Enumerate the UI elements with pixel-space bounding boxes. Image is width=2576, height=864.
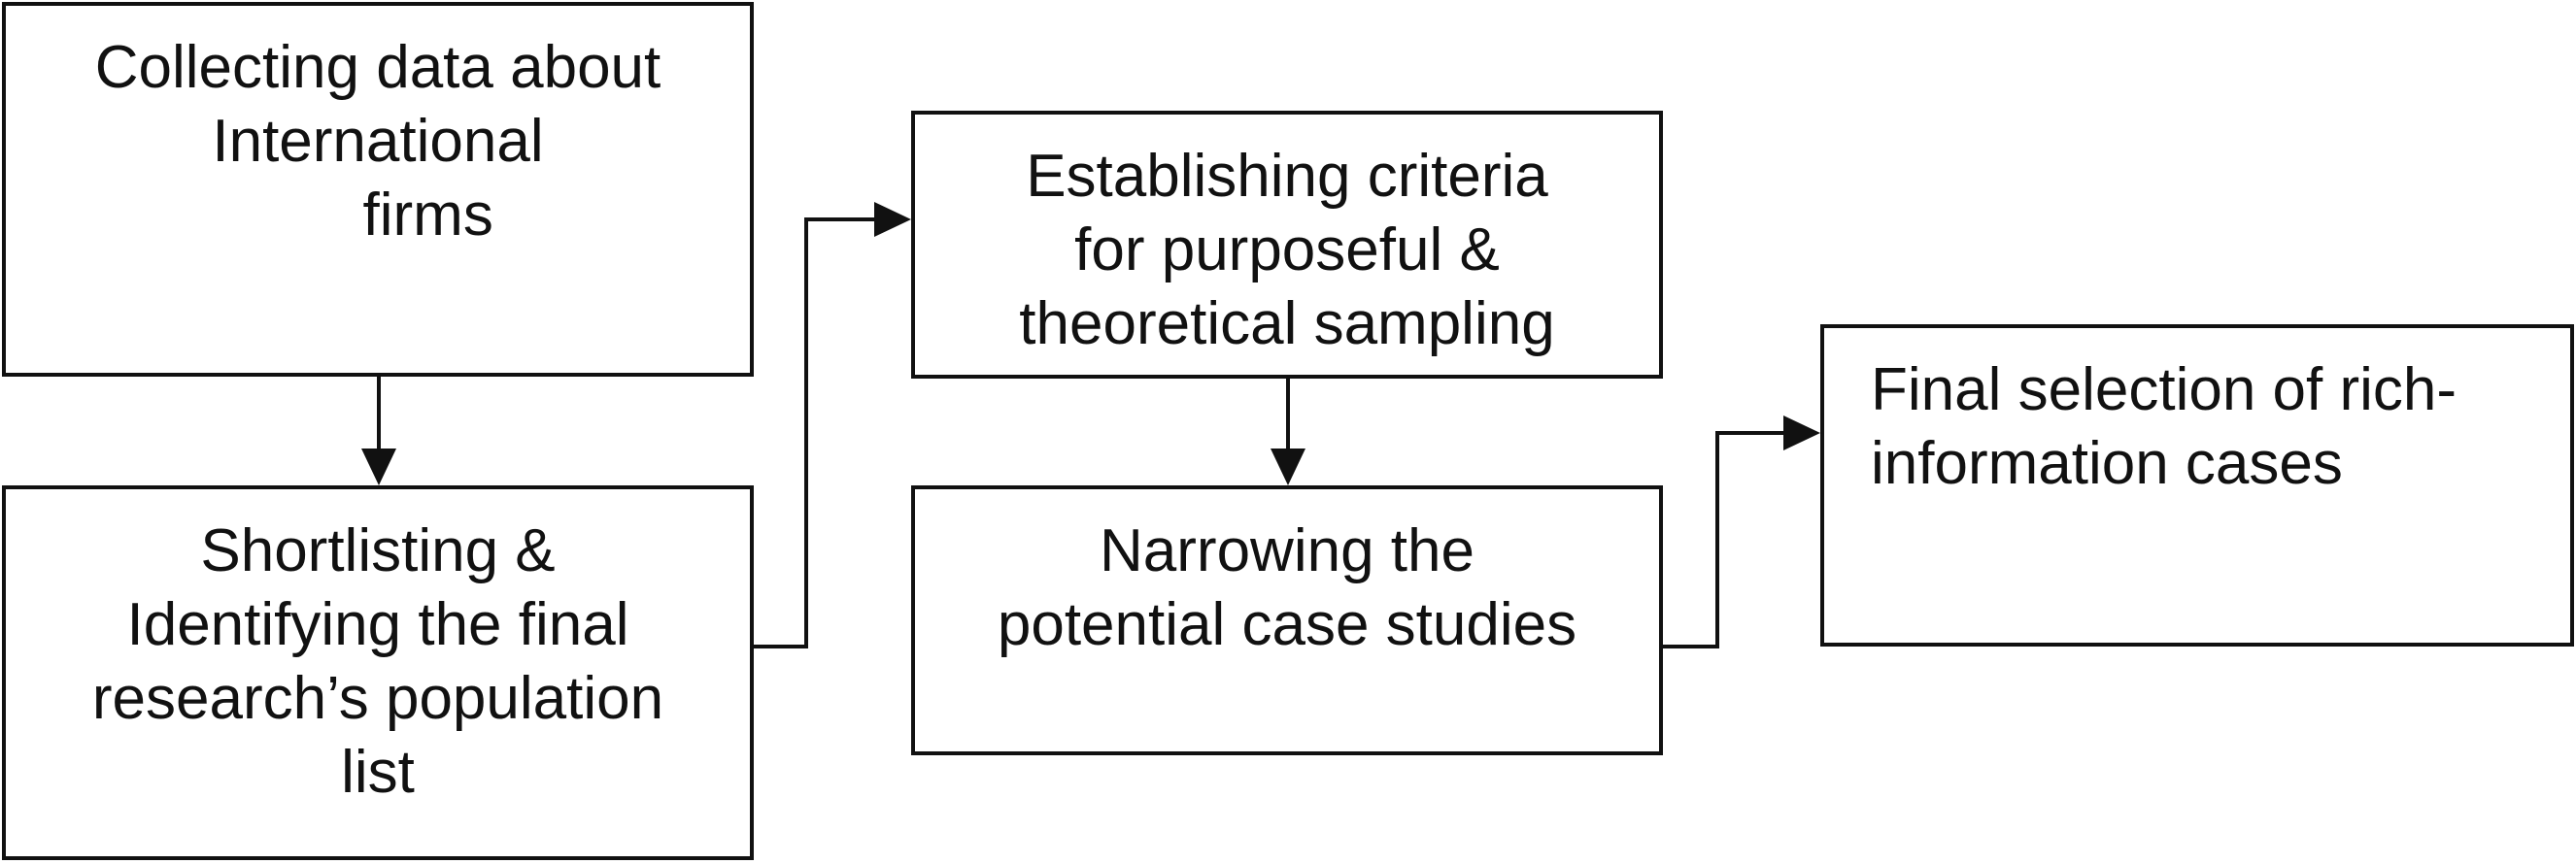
node-final-selection: [1820, 324, 2574, 647]
node-final-selection-label: Final selection of rich- information cas…: [1871, 356, 2457, 497]
edge-collect-to-shortlist: [361, 377, 396, 485]
node-narrowing-label: Narrowing the potential case studies: [997, 517, 1577, 658]
edge-criteria-to-narrow: [1271, 379, 1305, 485]
arrowhead-down-icon: [361, 449, 396, 485]
node-shortlisting: [2, 485, 754, 860]
node-collecting-data: [2, 2, 754, 377]
node-narrowing: [911, 485, 1663, 755]
node-collecting-data-label: Collecting data about International firm…: [94, 34, 661, 249]
arrowhead-down-icon: [1271, 449, 1305, 485]
node-shortlisting-label: Shortlisting & Identifying the final res…: [91, 517, 664, 806]
edge-shortlist-to-criteria: [754, 202, 911, 648]
node-establishing-criteria: [911, 111, 1663, 379]
edge-narrow-to-final: [1663, 415, 1820, 648]
arrowhead-right-icon: [1783, 415, 1820, 450]
arrowhead-right-icon: [874, 202, 911, 237]
node-establishing-criteria-label: Establishing criteria for purposeful & t…: [1019, 143, 1555, 357]
